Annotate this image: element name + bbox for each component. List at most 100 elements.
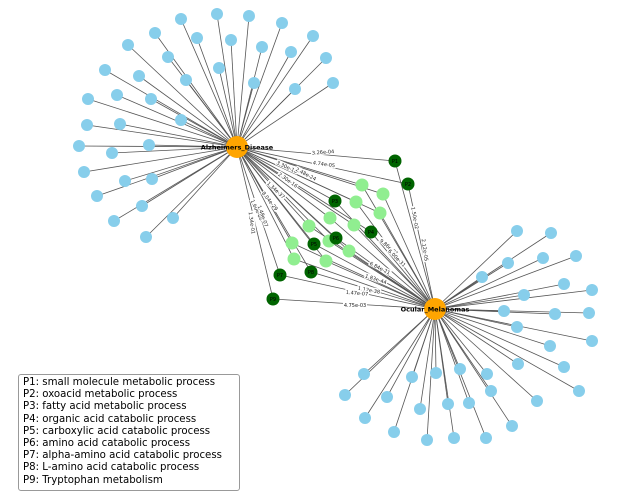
pathway-node-label: P4 — [368, 230, 374, 236]
shared-gene-node — [285, 236, 299, 250]
gene-node — [448, 432, 460, 444]
disease-hub-node — [424, 298, 446, 320]
gene-node — [162, 51, 174, 63]
edge-weight-label: 1.47e-07 — [344, 288, 370, 298]
gene-node — [145, 93, 157, 105]
edge — [104, 69, 238, 148]
gene-node — [276, 17, 288, 29]
edge-weight-text: 2.12e-05 — [420, 239, 429, 262]
edge-weight-text: 4.75e-03 — [344, 303, 366, 309]
edge-weight-label: 1.50e-02 — [409, 205, 421, 231]
edge — [434, 255, 577, 310]
gene-node — [339, 389, 351, 401]
shared-gene-node — [355, 178, 369, 192]
edge — [236, 35, 314, 148]
legend-item: P6: amino acid catabolic process — [23, 438, 191, 450]
pathway-node-label: P9 — [270, 297, 276, 303]
gene-node — [498, 305, 510, 317]
gene-node — [175, 13, 187, 25]
edge — [434, 308, 551, 347]
legend-item: P3: fatty acid metabolic process — [23, 401, 187, 413]
edge-label-background — [363, 272, 389, 286]
disease-hub-node — [226, 136, 248, 158]
gene-node — [133, 70, 145, 82]
gene-node — [146, 173, 158, 185]
node-layer — [73, 8, 598, 446]
edge-weight-text: 1.47e-07 — [346, 290, 369, 298]
legend-item: P9: Tryptophan metabolism — [23, 474, 163, 486]
edge — [434, 283, 565, 310]
edge — [434, 308, 455, 439]
gene-node — [463, 397, 475, 409]
edge-weight-label: 1.34e-01 — [247, 210, 257, 236]
legend-item: P1: small molecule metabolic process — [23, 377, 216, 388]
edge — [216, 13, 238, 148]
gene-node — [122, 39, 134, 51]
edge — [236, 82, 255, 148]
disease-hub-label: Ocular_Melanomas — [401, 305, 470, 313]
pathway-node-label: P3 — [332, 199, 338, 205]
gene-node — [573, 385, 585, 397]
edge — [434, 230, 518, 310]
gene-node — [175, 114, 187, 126]
edge — [386, 308, 436, 398]
edge — [434, 262, 509, 310]
edge — [394, 160, 436, 310]
pathway-node — [273, 268, 287, 282]
pathway-node-label: P2 — [405, 182, 411, 188]
gene-node — [476, 271, 488, 283]
edge — [434, 308, 580, 392]
edge — [329, 217, 436, 310]
pathway-node — [304, 265, 318, 279]
gene-node — [327, 77, 339, 89]
gene-node — [73, 140, 85, 152]
pathway-node — [329, 231, 343, 245]
edge-label-background — [386, 247, 408, 269]
edge — [236, 146, 331, 219]
shared-gene-node — [349, 195, 363, 209]
gene-node — [481, 368, 493, 380]
edge — [145, 146, 238, 238]
gene-node — [213, 62, 225, 74]
pathway-node — [364, 225, 378, 239]
shared-gene-node — [342, 244, 356, 258]
edge-label-background — [274, 159, 300, 175]
gene-node — [248, 77, 260, 89]
shared-gene-node — [287, 252, 301, 266]
gene-node — [167, 212, 179, 224]
edge — [124, 146, 238, 182]
edge — [434, 308, 538, 402]
edge — [236, 146, 295, 260]
gene-node — [289, 83, 301, 95]
pathway-node-label: P1 — [392, 159, 398, 165]
edge — [138, 75, 238, 148]
gene-node — [442, 398, 454, 410]
edge — [370, 231, 436, 310]
edge — [236, 146, 336, 202]
gene-node — [454, 363, 466, 375]
edge — [230, 39, 238, 148]
edge-label-background — [276, 170, 300, 190]
edge-weight-text: 1.34e-01 — [247, 212, 256, 235]
edge — [434, 308, 488, 375]
shared-gene-node — [302, 219, 316, 233]
edge — [325, 260, 436, 310]
edge — [434, 308, 470, 404]
edge — [196, 37, 238, 148]
edge-weight-text: 1.12e-38 — [357, 286, 380, 296]
edge-label-background — [356, 284, 382, 295]
gene-node — [545, 227, 557, 239]
gene-node — [480, 432, 492, 444]
edge — [172, 146, 238, 219]
edge — [348, 250, 436, 310]
edge — [236, 146, 372, 233]
gene-node — [81, 119, 93, 131]
gene-node — [225, 34, 237, 46]
edge — [218, 67, 238, 148]
edge-weight-text: 1.50e-02 — [409, 207, 419, 230]
gene-node — [108, 215, 120, 227]
edge — [379, 212, 436, 310]
legend-item: P2: oxoacid metabolic process — [23, 389, 178, 401]
edge-label-background — [247, 210, 257, 236]
edge — [87, 98, 238, 148]
